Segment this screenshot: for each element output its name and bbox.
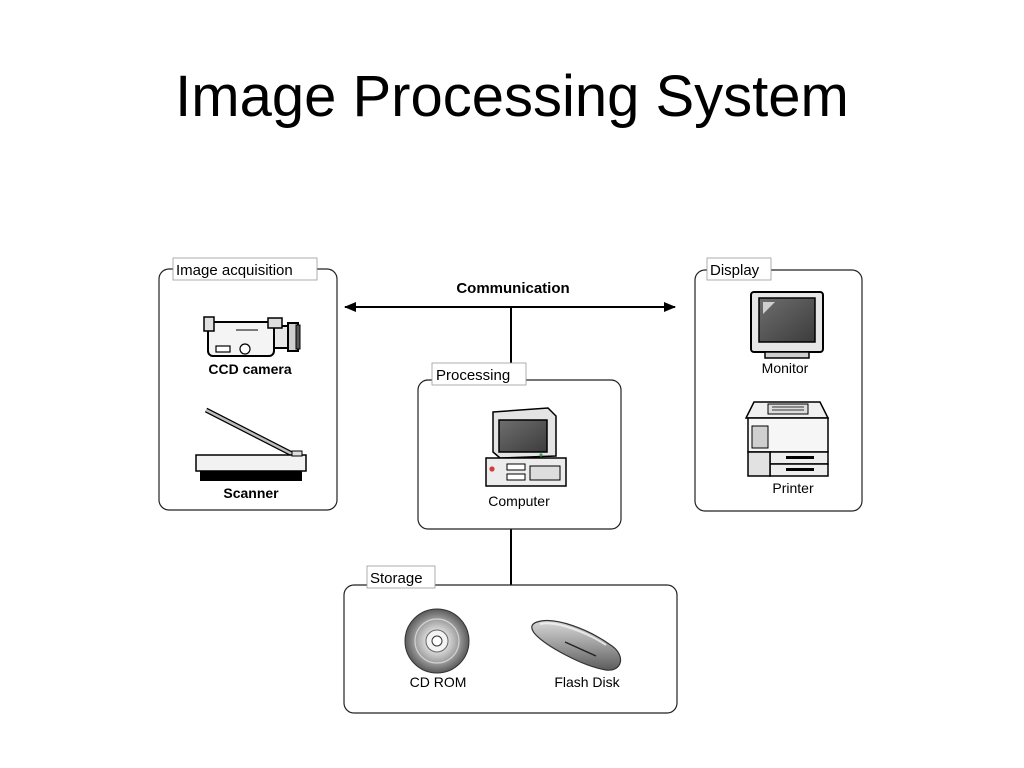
display-box xyxy=(694,269,863,512)
printer-label: Printer xyxy=(772,480,814,496)
communication-label: Communication xyxy=(456,280,569,297)
desktop-computer-icon xyxy=(485,407,567,487)
optical-disc-icon xyxy=(404,608,470,674)
flash-disk-label: Flash Disk xyxy=(554,674,620,690)
acquisition-label-bg xyxy=(172,257,318,281)
scanner-label: Scanner xyxy=(223,485,279,501)
storage-label: Storage xyxy=(370,570,423,587)
flatbed-scanner-icon xyxy=(195,407,307,481)
crt-monitor-icon xyxy=(750,291,824,359)
usb-flash-drive-icon xyxy=(531,620,622,671)
processing-group: Processing Computer xyxy=(417,362,622,530)
acquisition-group: Image acquisition CCD camera Scanner xyxy=(158,257,338,511)
cd-rom-label: CD ROM xyxy=(410,674,467,690)
processing-label: Processing xyxy=(436,367,510,384)
monitor-label: Monitor xyxy=(762,360,809,376)
display-label: Display xyxy=(710,262,760,279)
slide-title: Image Processing System xyxy=(175,64,849,129)
ccd-camera-label: CCD camera xyxy=(208,361,291,377)
storage-label-bg xyxy=(366,565,436,589)
storage-group: Storage CD ROM Flash Disk xyxy=(343,565,678,714)
display-label-bg xyxy=(706,257,772,281)
storage-box xyxy=(343,584,678,714)
processing-label-bg xyxy=(431,362,527,386)
laser-printer-icon xyxy=(744,401,830,477)
camcorder-icon xyxy=(203,316,301,357)
display-group: Display Monitor Printer xyxy=(694,257,863,512)
computer-label: Computer xyxy=(488,493,550,509)
acquisition-label: Image acquisition xyxy=(176,262,293,279)
